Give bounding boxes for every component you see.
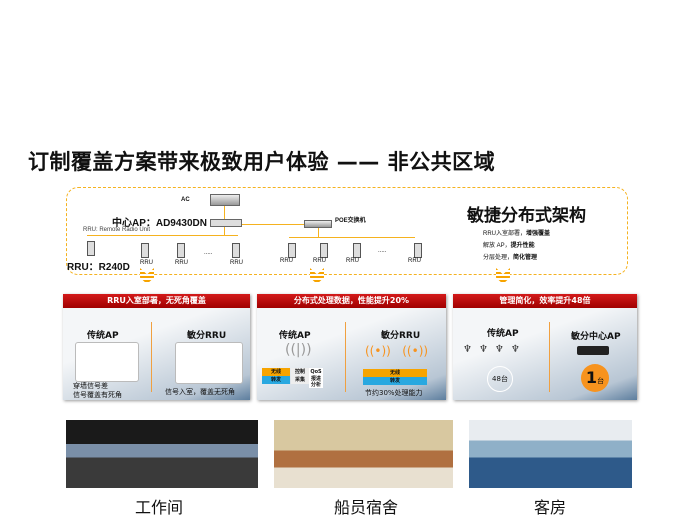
photo-caption: 船员宿舍	[334, 498, 399, 517]
rru-label: RRU	[313, 258, 326, 264]
wireless-bar: 无线	[363, 369, 427, 377]
rru-floorplan-icon	[175, 342, 243, 384]
rru-icon	[288, 243, 296, 258]
arch-point: 分层处理，简化管理	[483, 255, 538, 261]
panel-right-title: 敏分RRU	[187, 331, 227, 341]
panel-management: 管理简化，效率提升48倍 传统AP ♆♆♆♆ 48台 敏分中心AP 1台	[453, 294, 637, 400]
collect-bar: 采集	[291, 376, 309, 384]
arch-point: 解放 AP，提升性能	[483, 243, 535, 249]
panel-left-title: 传统AP	[487, 329, 519, 339]
central-ap-icon	[577, 346, 609, 355]
photo-workroom	[66, 420, 258, 488]
signal-icon: ((|))	[285, 342, 312, 358]
poe-label: POE交换机	[335, 218, 366, 224]
panel-right-title: 敏分RRU	[381, 331, 421, 341]
ellipsis: .....	[204, 250, 213, 256]
architecture-diagram: AC 中心AP：AD9430DN RRU: Remote Radio Unit …	[66, 187, 628, 275]
photo-caption: 客房	[534, 498, 567, 517]
wireless-bar: 无线	[262, 368, 290, 376]
photo-crew-quarters	[274, 420, 453, 488]
panel-header: 分布式处理数据，性能提升20%	[257, 294, 446, 308]
panel-header: RRU入室部署，无死角覆盖	[63, 294, 250, 308]
panel-coverage: RRU入室部署，无死角覆盖 传统AP 穿墙信号差 信号覆盖有死角 敏分RRU 信…	[63, 294, 250, 400]
rru-icon	[141, 243, 149, 258]
arch-point: RRU入室部署，增强覆盖	[483, 231, 551, 237]
traditional-floorplan-icon	[75, 342, 139, 382]
panel-right-caption: 信号入室，覆盖无死角	[165, 388, 235, 396]
chevron-down-icon	[496, 268, 510, 284]
rru-icon	[87, 241, 95, 256]
panel-performance: 分布式处理数据，性能提升20% 传统AP ((|)) 无线 转发 控制 采集 Q…	[257, 294, 446, 400]
chevron-down-icon	[310, 268, 324, 284]
panel-left-title: 传统AP	[279, 331, 311, 341]
rru-icon	[414, 243, 422, 258]
rru-label: RRU	[346, 258, 359, 264]
rru-label: RRU	[408, 258, 421, 264]
ellipsis: .....	[378, 248, 387, 254]
photo-caption: 工作间	[135, 498, 184, 517]
rru-icon	[320, 243, 328, 258]
misc-bar: 报进分析	[309, 376, 323, 388]
qos-bar: QoS	[309, 368, 323, 376]
ac-label: AC	[181, 197, 190, 203]
rru-signal-icon: ((•)) ((•))	[365, 344, 429, 358]
rru-model-label: RRU：R240D	[67, 262, 130, 273]
traditional-ap-count: 48台	[487, 366, 513, 392]
central-ap-count: 1台	[581, 364, 609, 392]
rru-icon	[177, 243, 185, 258]
central-ap-icon	[210, 219, 242, 227]
architecture-heading: 敏捷分布式架构	[467, 206, 586, 225]
central-ap-label: 中心AP：AD9430DN	[111, 218, 207, 229]
rru-label: RRU	[140, 260, 153, 266]
panel-header: 管理简化，效率提升48倍	[453, 294, 637, 308]
rru-icon	[353, 243, 361, 258]
forward-bar: 转发	[363, 377, 427, 385]
page-title: 订制覆盖方案带来极致用户体验 —— 非公共区域	[28, 150, 496, 174]
rru-label: RRU	[280, 258, 293, 264]
ap-icons: ♆♆♆♆	[463, 344, 527, 355]
rru-label: RRU	[230, 260, 243, 266]
forward-bar: 转发	[262, 376, 290, 384]
ac-device-icon	[210, 194, 240, 206]
panel-left-title: 传统AP	[87, 331, 119, 341]
panel-right-caption: 节约30%处理能力	[365, 389, 423, 397]
rru-icon	[232, 243, 240, 258]
control-bar: 控制	[291, 368, 309, 376]
panel-right-title: 敏分中心AP	[571, 332, 621, 342]
chevron-down-icon	[140, 268, 154, 284]
photo-guest-room	[469, 420, 632, 488]
rru-label: RRU	[175, 260, 188, 266]
poe-switch-icon	[304, 220, 332, 228]
panel-left-caption: 穿墙信号差 信号覆盖有死角	[73, 382, 122, 399]
rru-note: RRU: Remote Radio Unit	[83, 227, 151, 233]
